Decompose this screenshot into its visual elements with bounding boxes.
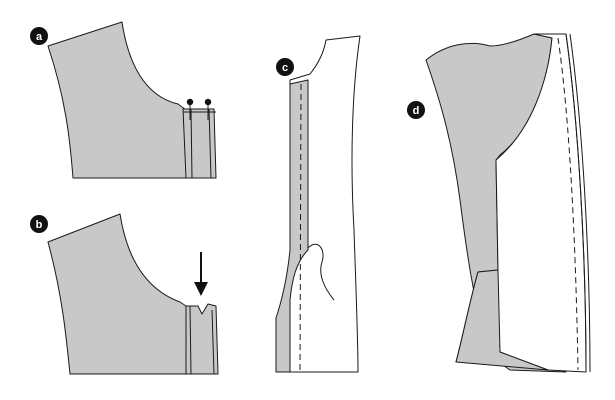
panel-a-fold-line bbox=[190, 108, 193, 179]
panel-b-facing-strip bbox=[185, 303, 219, 375]
panel-c bbox=[275, 35, 361, 373]
panel-c-grey-facing bbox=[275, 79, 309, 373]
panel-a-label: a bbox=[36, 31, 43, 43]
panel-a-bodice bbox=[47, 21, 187, 179]
panel-d-edge-line-2 bbox=[569, 33, 591, 373]
panel-d-edge-line bbox=[565, 33, 587, 373]
panel-b-fold-line bbox=[189, 305, 192, 375]
panel-c-stitch-line bbox=[299, 83, 302, 373]
step-label-badge-d: d bbox=[407, 101, 425, 119]
panel-a bbox=[47, 21, 217, 179]
pin-icon bbox=[204, 98, 212, 120]
panel-a-fold-line-2 bbox=[208, 108, 212, 179]
panel-b-bodice bbox=[47, 213, 187, 375]
step-label-badge-a: a bbox=[30, 27, 48, 45]
panel-c-label: c bbox=[282, 62, 288, 74]
step-label-badge-b: b bbox=[30, 215, 48, 233]
panel-d-label: d bbox=[413, 105, 420, 117]
panel-d bbox=[425, 33, 591, 373]
panel-b-fold-line-2 bbox=[211, 309, 215, 375]
panel-b-label: b bbox=[36, 219, 43, 231]
pin-icon bbox=[186, 98, 194, 120]
down-arrow-icon bbox=[194, 252, 208, 296]
step-label-badge-c: c bbox=[276, 58, 294, 76]
panel-c-twist-line bbox=[307, 243, 335, 301]
panel-d-grey-lower bbox=[455, 269, 549, 371]
panel-b bbox=[47, 213, 219, 375]
panel-d-stitch-line bbox=[557, 37, 579, 371]
